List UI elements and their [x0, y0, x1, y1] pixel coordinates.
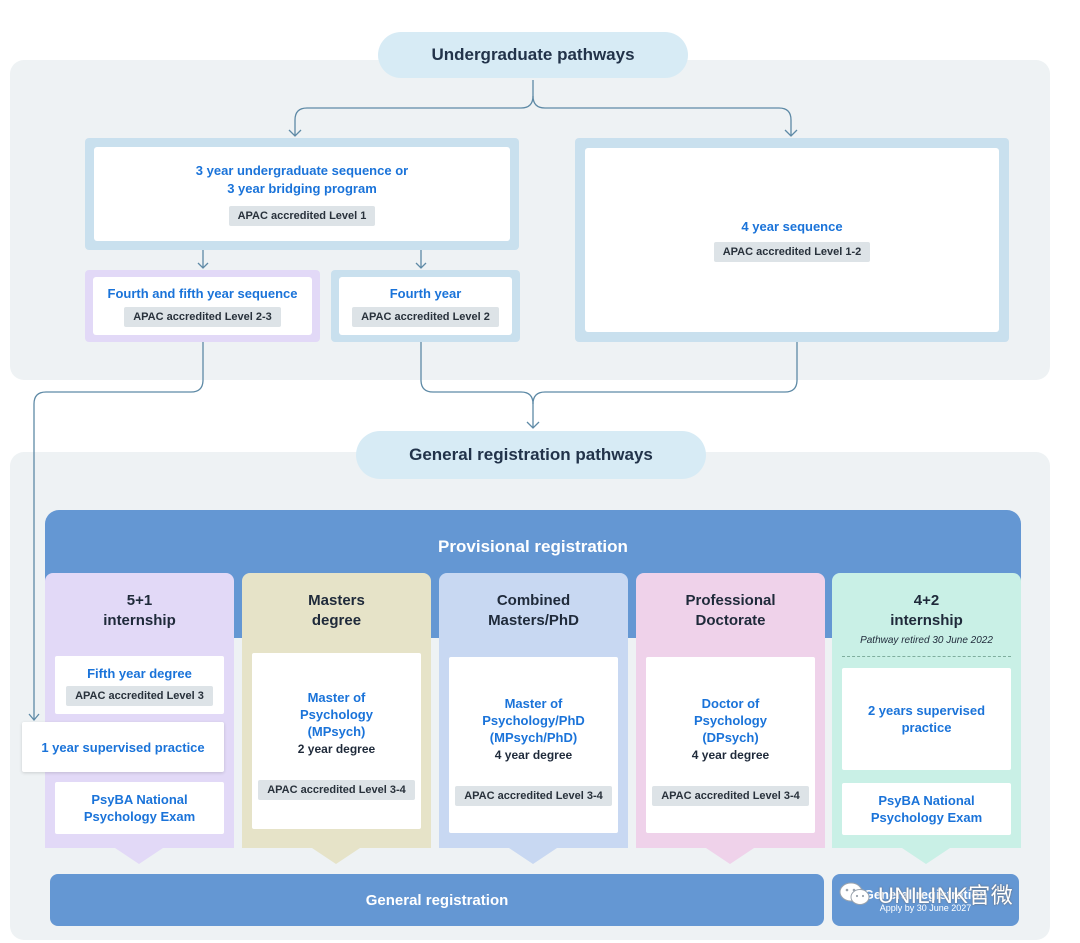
wechat-icon — [839, 882, 870, 905]
accreditation-tag: APAC accredited Level 3-4 — [455, 786, 612, 806]
column-heading-line-1: Masters — [308, 592, 365, 609]
accreditation-tag: APAC accredited Level 3-4 — [258, 780, 415, 800]
apply-by-note: Apply by 30 June 2027 — [879, 902, 972, 913]
general-registration-label: General registration — [365, 891, 509, 909]
dashed-divider — [842, 656, 1011, 657]
column-heading: Professional Doctorate — [636, 591, 825, 631]
national-exam-title-1: PsyBA National — [878, 793, 975, 808]
accreditation-tag: APAC accredited Level 1-2 — [713, 241, 871, 262]
degree-duration: 2 year degree — [297, 742, 376, 756]
fifth-year-degree-title: Fifth year degree — [87, 665, 192, 681]
national-exam-title-2: Psychology Exam — [83, 809, 196, 824]
provisional-registration-label: Provisional registration — [438, 537, 628, 556]
three-year-sequence-box: 3 year undergraduate sequence or 3 year … — [94, 147, 510, 241]
degree-title-line-3: (DPsych) — [702, 730, 759, 745]
column-heading-line-2: degree — [311, 612, 362, 629]
supervised-title-line-2: practice — [901, 720, 952, 735]
three-year-sequence-frame: 3 year undergraduate sequence or 3 year … — [85, 138, 519, 250]
general-registration-right-label: General registration — [863, 886, 988, 902]
degree-duration: 4 year degree — [691, 748, 770, 762]
wechat-watermark: UNILINK官微 — [838, 874, 1013, 914]
accreditation-tag: APAC accredited Level 3-4 — [652, 786, 809, 806]
watermark-text: UNILINK官微 — [878, 883, 1014, 908]
degree-title-line-1: Doctor of — [701, 696, 760, 711]
accreditation-tag: APAC accredited Level 3 — [66, 685, 213, 706]
accreditation-tag: APAC accredited Level 2 — [352, 306, 499, 327]
degree-title-line-3: (MPsych) — [307, 724, 366, 739]
four-year-sequence-box: 4 year sequence APAC accredited Level 1-… — [585, 148, 999, 332]
fourth-year-box: Fourth year APAC accredited Level 2 — [339, 277, 512, 335]
column-heading-line-2: internship — [103, 612, 176, 629]
column-heading: Combined Masters/PhD — [439, 591, 628, 631]
three-year-sequence-title-2: 3 year bridging program — [227, 181, 377, 196]
fourth-fifth-year-box: Fourth and fifth year sequence APAC accr… — [93, 277, 312, 335]
supervised-practice-card: 1 year supervised practice — [22, 722, 224, 772]
fourth-fifth-year-frame: Fourth and fifth year sequence APAC accr… — [85, 270, 320, 342]
masters-degree-card: Master of Psychology (MPsych) 2 year deg… — [252, 653, 421, 829]
supervised-title-line-1: 2 years supervised — [867, 703, 986, 718]
undergraduate-pathways-title: Undergraduate pathways — [431, 45, 635, 64]
national-exam-card: PsyBA National Psychology Exam — [55, 782, 224, 834]
combined-masters-phd-card: Master of Psychology/PhD (MPsych/PhD) 4 … — [449, 657, 618, 833]
fifth-year-degree-card: Fifth year degree APAC accredited Level … — [55, 656, 224, 714]
column-heading-line-1: Professional — [685, 592, 776, 609]
degree-title-line-1: Master of — [504, 696, 563, 711]
column-heading-line-1: 5+1 — [126, 592, 153, 609]
four-year-sequence-frame: 4 year sequence APAC accredited Level 1-… — [575, 138, 1009, 342]
column-heading-line-2: internship — [890, 612, 963, 629]
three-year-sequence-title-1: 3 year undergraduate sequence or — [195, 163, 409, 178]
undergraduate-pathways-pill: Undergraduate pathways — [378, 32, 688, 78]
accreditation-tag: APAC accredited Level 1 — [228, 206, 376, 226]
column-heading: Masters degree — [242, 591, 431, 631]
general-registration-bar-right: General registration Apply by 30 June 20… — [832, 874, 1019, 926]
pathway-retired-note: Pathway retired 30 June 2022 — [860, 635, 993, 646]
fourth-year-title: Fourth year — [389, 285, 462, 301]
column-heading-line-1: 4+2 — [913, 592, 940, 609]
national-exam-card: PsyBA National Psychology Exam — [842, 783, 1011, 835]
supervised-practice-title: 1 year supervised practice — [41, 739, 205, 755]
degree-title-line-1: Master of — [307, 690, 366, 705]
column-heading: 4+2 internship Pathway retired 30 June 2… — [832, 591, 1021, 648]
four-year-sequence-title: 4 year sequence — [741, 218, 843, 234]
column-heading-line-2: Doctorate — [695, 612, 766, 629]
two-years-supervised-card: 2 years supervised practice — [842, 668, 1011, 770]
national-exam-title-1: PsyBA National — [91, 792, 188, 807]
degree-duration: 4 year degree — [494, 748, 573, 762]
degree-title-line-2: Psychology/PhD — [482, 713, 585, 728]
national-exam-title-2: Psychology Exam — [870, 810, 983, 825]
degree-title-line-3: (MPsych/PhD) — [489, 730, 578, 745]
column-heading-line-1: Combined — [496, 592, 571, 609]
degree-title-line-2: Psychology — [300, 707, 373, 722]
fourth-year-frame: Fourth year APAC accredited Level 2 — [331, 270, 520, 342]
accreditation-tag: APAC accredited Level 2-3 — [124, 306, 281, 327]
general-registration-pathways-title: General registration pathways — [409, 445, 653, 464]
fourth-fifth-year-title: Fourth and fifth year sequence — [107, 285, 298, 301]
column-heading: 5+1 internship — [45, 591, 234, 631]
degree-title-line-2: Psychology — [694, 713, 767, 728]
general-registration-pathways-pill: General registration pathways — [356, 431, 706, 479]
column-heading-line-2: Masters/PhD — [488, 612, 579, 629]
professional-doctorate-card: Doctor of Psychology (DPsych) 4 year deg… — [646, 657, 815, 833]
general-registration-bar: General registration — [50, 874, 824, 926]
